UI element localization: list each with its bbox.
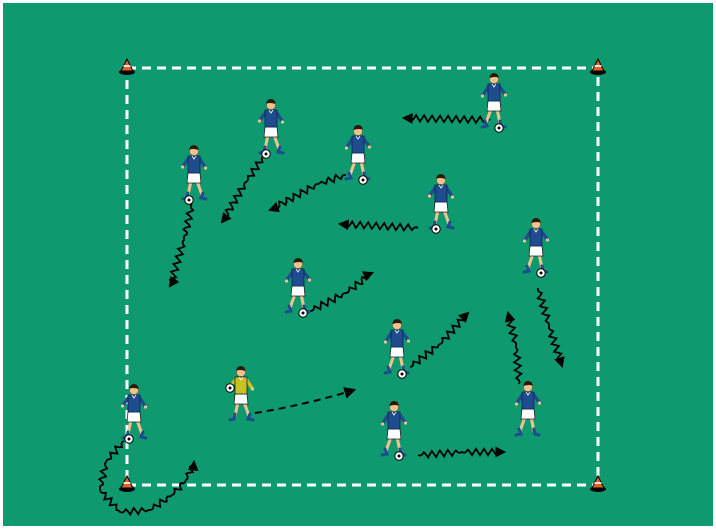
drill-diagram — [0, 0, 716, 529]
pitch-surface — [2, 2, 714, 527]
